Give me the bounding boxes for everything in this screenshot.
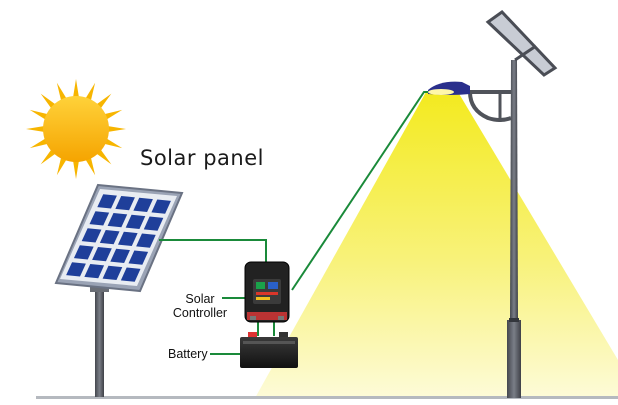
solar-cell: [107, 213, 128, 228]
sun-ray: [84, 82, 96, 103]
sun-icon: [26, 79, 126, 179]
battery-label: Battery: [168, 347, 208, 361]
solar-cell: [89, 211, 110, 226]
solar-cell: [81, 228, 102, 243]
solar-cell: [143, 216, 164, 231]
street-lamp-icon: [428, 10, 558, 398]
solar-cell: [110, 248, 130, 263]
solar-controller-label: Solar Controller: [160, 292, 240, 320]
battery-icon: [240, 332, 298, 368]
solar-cell: [151, 199, 171, 214]
solar-cell: [97, 194, 117, 209]
solar-cell: [73, 245, 94, 260]
solar-panel-icon: [54, 183, 184, 293]
ground-line: [36, 396, 618, 399]
solar-cell: [125, 214, 146, 229]
solar-cell: [118, 231, 138, 246]
sun-ray: [72, 158, 80, 179]
sun-ray: [56, 155, 68, 176]
solar-cell: [136, 233, 156, 248]
solar-cell: [84, 264, 105, 279]
light-beam: [255, 92, 618, 398]
sun-ray: [102, 109, 123, 121]
sun-ray: [102, 137, 123, 149]
solar-cell: [120, 267, 141, 282]
sun-ray: [29, 109, 50, 121]
solar-panel-label: Solar panel: [140, 146, 264, 170]
solar-cell: [102, 265, 123, 280]
solar-cell: [128, 250, 149, 265]
solar-controller-label-line1: Solar: [185, 292, 215, 306]
solar-cell: [115, 196, 135, 211]
panel-to-controller-wire: [159, 239, 267, 265]
solar-cell: [66, 262, 86, 277]
controller-icon: [244, 261, 290, 323]
sun-ray: [26, 125, 47, 133]
panel-pole: [95, 290, 104, 397]
sun-ray: [56, 82, 68, 103]
sun-ray: [29, 137, 50, 149]
sun-ray: [84, 155, 96, 176]
sun-ray: [105, 125, 126, 133]
solar-controller-label-line2: Controller: [172, 306, 228, 320]
solar-cell: [133, 197, 153, 212]
solar-cell: [99, 230, 120, 245]
sun-ray: [72, 79, 80, 100]
solar-cell: [92, 247, 112, 262]
